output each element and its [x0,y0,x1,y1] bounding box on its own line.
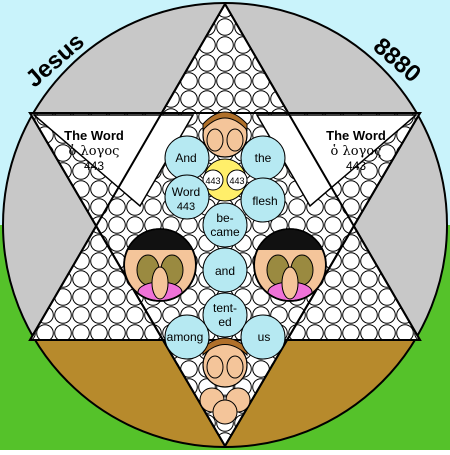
right-face-icon [253,228,327,302]
right-word-greek: ὁ λογος [331,144,382,159]
left-face-icon [123,228,197,302]
text-and-2: and [215,264,235,278]
text-became-1: be- [216,211,233,225]
left-word-greek: ὁ λογος [69,144,120,159]
text-the: the [255,151,272,165]
bubble-became [202,202,248,248]
text-tented-1: tent- [213,301,237,315]
left-word-value: 443 [84,159,104,173]
left-word-title: The Word [64,128,124,143]
bubble-flesh [240,177,286,223]
bottom-face-icon [199,337,251,425]
text-us: us [258,330,271,344]
text-and: And [175,151,196,165]
text-443-right: 443 [229,176,244,186]
right-word-value: 443 [346,159,366,173]
bubble-443-right [226,169,248,191]
bubble-and-2 [202,247,248,293]
text-flesh: flesh [252,194,277,208]
text-among: among [167,330,204,344]
text-443-left: 443 [205,176,220,186]
bubble-word [164,174,210,220]
text-word: Word [172,185,200,199]
right-word-title: The Word [326,128,386,143]
bubble-us [240,314,286,360]
bubble-tented [202,292,248,338]
top-face-icon [202,111,248,158]
text-tented-2: ed [218,315,231,329]
text-became-2: came [210,225,240,239]
bubble-cluster [164,135,286,360]
bubble-among [164,314,210,360]
text-word-value: 443 [177,201,195,213]
bubble-443-left [202,169,224,191]
